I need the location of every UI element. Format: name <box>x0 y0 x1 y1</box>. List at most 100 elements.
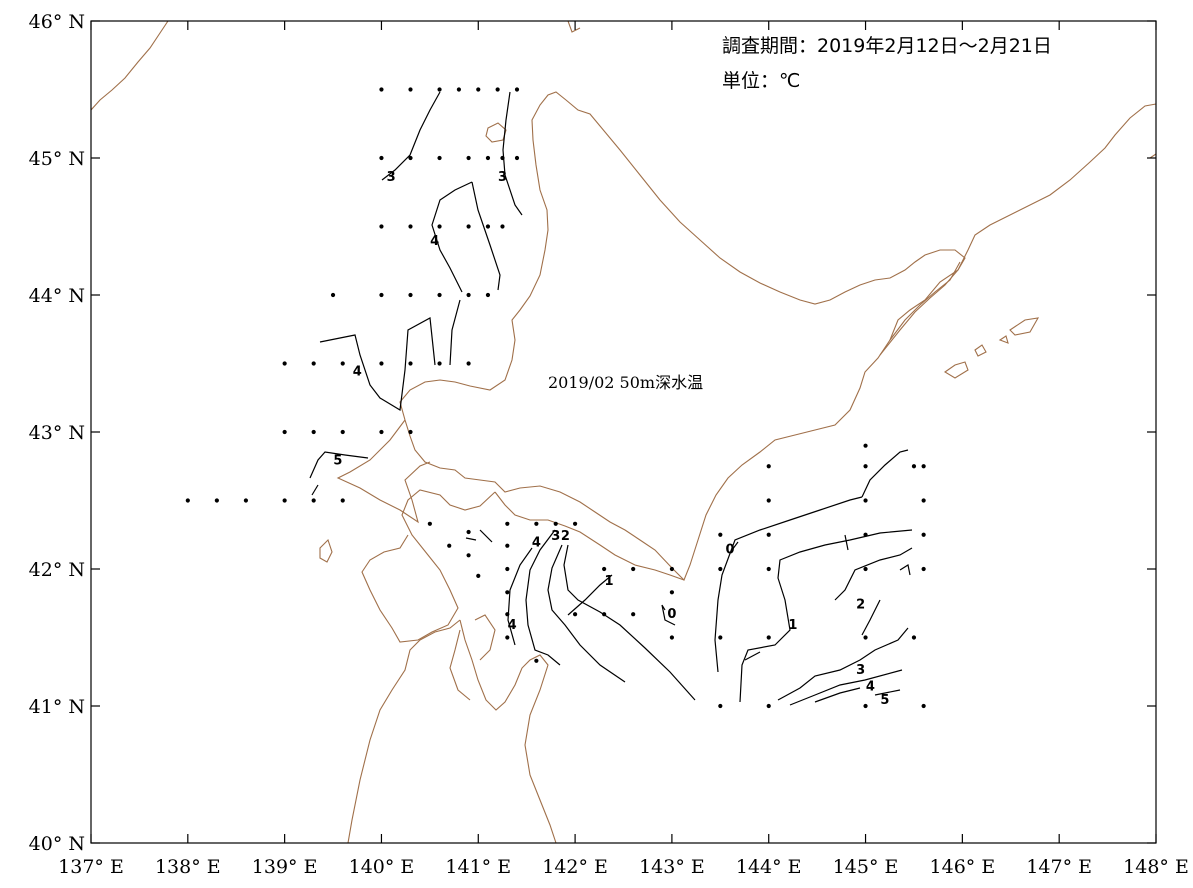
station-point <box>766 703 771 709</box>
station-point <box>282 361 287 366</box>
contour-line <box>874 689 901 696</box>
y-tick-label: 40° N <box>29 833 85 855</box>
station-point <box>505 635 510 640</box>
station-point <box>437 292 442 298</box>
island <box>319 538 333 563</box>
x-tick-label: 146° E <box>930 856 996 878</box>
station-point <box>921 703 926 709</box>
contour-line <box>547 544 626 683</box>
station-point <box>243 498 249 503</box>
station-point <box>485 224 491 229</box>
contour-label: 0 <box>667 607 676 622</box>
station-point <box>534 521 539 526</box>
station-point <box>631 612 636 617</box>
station-point <box>505 521 510 526</box>
station-point <box>863 464 868 469</box>
hokkaido-coast <box>399 91 966 581</box>
contour-label: 2 <box>561 529 570 544</box>
station-point <box>466 361 471 366</box>
station-point <box>408 87 413 92</box>
station-point <box>340 498 345 503</box>
contour-line <box>844 534 849 551</box>
station-point <box>766 532 771 537</box>
station-point <box>631 566 636 572</box>
contour-line <box>502 91 523 216</box>
station-point <box>214 498 219 503</box>
island <box>485 122 507 143</box>
station-point <box>340 361 345 366</box>
station-point <box>921 498 926 503</box>
contour-line <box>861 599 881 636</box>
contour-label: 3 <box>387 170 396 185</box>
contour-line <box>834 547 913 601</box>
x-tick-label: 137° E <box>58 856 124 878</box>
contour-label: 1 <box>604 574 613 589</box>
x-tick-label: 140° E <box>349 856 415 878</box>
contour-line <box>861 449 909 498</box>
station-point <box>408 224 413 229</box>
map-frame <box>90 20 1157 844</box>
contour-line <box>567 574 613 616</box>
contour-line <box>899 564 911 576</box>
station-point <box>311 429 316 435</box>
station-point <box>437 361 442 366</box>
station-point <box>911 464 917 469</box>
station-point <box>505 566 510 572</box>
station-point <box>514 87 520 92</box>
x-tick-label: 143° E <box>639 856 705 878</box>
station-point <box>466 292 471 298</box>
continent-coast <box>91 21 169 111</box>
oshima-peninsula <box>361 489 496 643</box>
station-point <box>553 521 558 526</box>
contour-line <box>714 496 863 673</box>
contour-line <box>789 669 903 706</box>
honshu-coast <box>474 614 496 661</box>
station-point <box>466 529 471 535</box>
contour-label: 5 <box>880 693 889 708</box>
station-point <box>505 590 510 595</box>
station-points <box>185 87 926 709</box>
survey-period-text: 調査期間：2019年2月12日～2月21日 <box>722 35 1052 57</box>
station-point <box>500 155 505 161</box>
kuril-island <box>879 103 1156 356</box>
station-point <box>572 612 578 617</box>
station-point <box>514 155 520 161</box>
contour-line <box>661 604 676 626</box>
station-point <box>921 566 926 572</box>
station-point <box>379 429 384 435</box>
x-tick-label: 147° E <box>1026 856 1092 878</box>
station-point <box>408 155 413 161</box>
station-point <box>447 543 452 548</box>
station-point <box>669 566 675 572</box>
station-point <box>379 224 384 229</box>
contour-line <box>777 627 909 701</box>
y-tick-label: 43° N <box>29 422 85 444</box>
contour-label: 4 <box>866 679 875 694</box>
contour-label: 4 <box>430 234 439 249</box>
station-point <box>863 703 868 709</box>
station-point <box>485 292 491 298</box>
station-point <box>408 361 413 366</box>
contour-label: 3 <box>551 529 560 544</box>
station-point <box>476 573 481 578</box>
station-point <box>408 429 413 435</box>
contour-line <box>309 451 369 479</box>
station-point <box>340 429 345 435</box>
station-point <box>282 429 287 435</box>
station-point <box>505 543 510 548</box>
station-point <box>766 464 771 469</box>
station-point <box>718 635 723 640</box>
honshu-coast <box>347 619 461 843</box>
station-point <box>437 224 442 229</box>
kuril-island <box>943 361 969 379</box>
y-tick-label: 41° N <box>29 696 85 718</box>
station-point <box>476 87 481 92</box>
contour-line <box>471 181 501 291</box>
axis-ticks <box>90 20 1157 844</box>
station-point <box>427 521 432 526</box>
station-point <box>466 553 471 558</box>
x-tick-label: 145° E <box>833 856 899 878</box>
x-tick-label: 142° E <box>542 856 608 878</box>
